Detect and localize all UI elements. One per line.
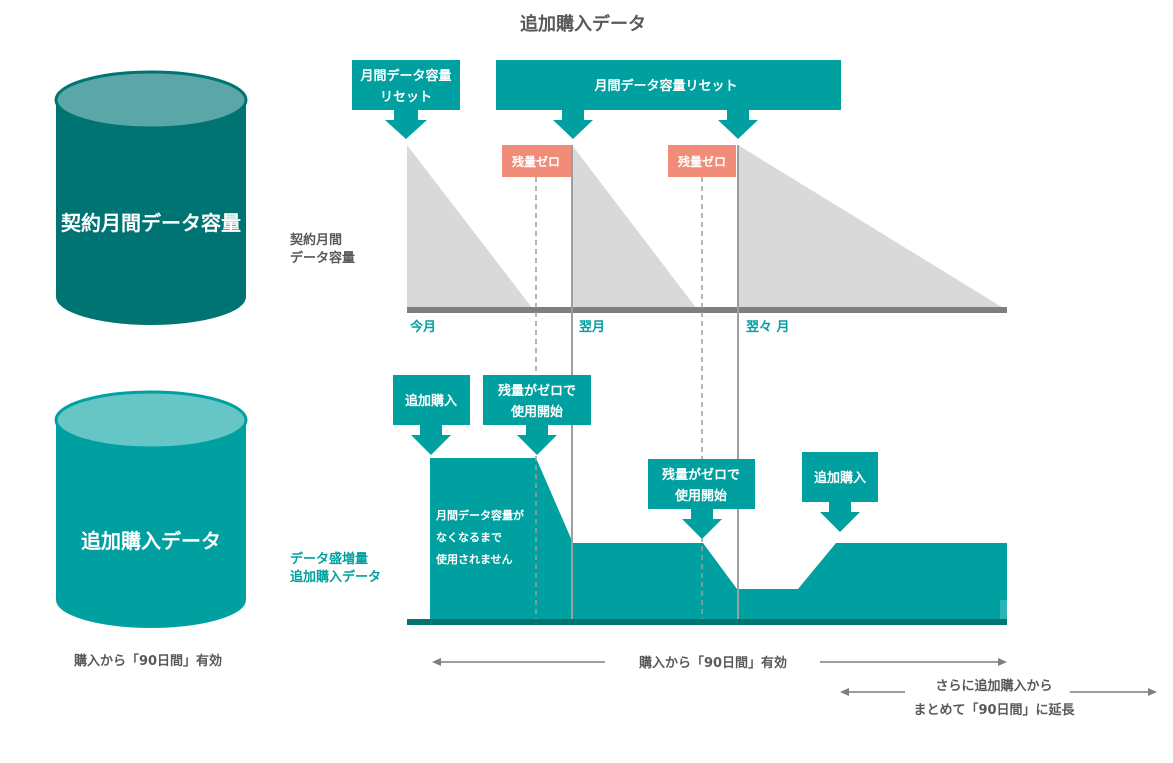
- purchase-callout-2-box: [802, 452, 878, 502]
- zero-badge-1-box: [502, 145, 571, 177]
- usage-note-line2: なくなるまで: [436, 531, 502, 544]
- validity-arrow-right-head: [998, 658, 1007, 666]
- monthly-capacity-triangle-1: [407, 145, 533, 309]
- reset-callout-1-box: [352, 60, 460, 110]
- zero-start-callout-1-box: [483, 375, 591, 425]
- additional-cylinder: 追加購入データ 購入から「90日間」有効: [54, 390, 248, 669]
- purchase-callout-2-arrow: [820, 502, 860, 532]
- zero-badge-2-label: 残量ゼロ: [678, 154, 726, 169]
- extension-label-line2: まとめて「90日間」に延長: [913, 702, 1075, 718]
- additional-data-area: [430, 458, 1007, 620]
- month-label-after-next: 翌々 月: [746, 320, 790, 335]
- monthly-side-label-line2: データ容量: [290, 250, 355, 266]
- reset-callout-1-line1: 月間データ容量: [359, 68, 451, 84]
- purchase-callout-2-label: 追加購入: [814, 470, 866, 486]
- zero-start-callout-2-line2: 使用開始: [674, 488, 727, 504]
- usage-note-line1: 月間データ容量が: [435, 508, 524, 522]
- diagram-title: 追加購入データ: [520, 13, 646, 35]
- extension-arrow-left-head: [840, 688, 849, 696]
- zero-start-callout-2-box: [648, 459, 755, 509]
- additional-side-label-line2: 追加購入データ: [290, 569, 381, 585]
- extension-label-line1: さらに追加購入から: [935, 678, 1052, 694]
- monthly-capacity-triangle-2: [572, 145, 697, 309]
- zero-badge-2-box: [668, 145, 736, 177]
- purchase-callout-2: 追加購入: [802, 452, 878, 532]
- zero-start-callout-1-line1: 残量がゼロで: [498, 383, 576, 399]
- contract-cylinder-body: [56, 100, 246, 325]
- additional-cylinder-caption: 購入から「90日間」有効: [73, 653, 222, 669]
- extension-arrow-right-head: [1148, 688, 1157, 696]
- reset-callout-wide-arrow-2: [718, 110, 758, 139]
- additional-axis: [407, 619, 1007, 625]
- monthly-capacity-triangle-3: [738, 145, 1005, 309]
- validity-label: 購入から「90日間」有効: [638, 655, 787, 671]
- purchase-callout-1: 追加購入: [393, 375, 470, 455]
- purchase-callout-1-box: [393, 375, 470, 425]
- additional-data-area-strip: [1000, 600, 1007, 620]
- contract-cylinder: 契約月間データ容量: [54, 70, 248, 325]
- additional-cylinder-label: 追加購入データ: [81, 529, 221, 553]
- zero-start-callout-2: 残量がゼロで 使用開始: [648, 459, 755, 539]
- contract-cylinder-label: 契約月間データ容量: [60, 211, 241, 235]
- validity-arrow-left-head: [432, 658, 441, 666]
- usage-note-line3: 使用されません: [435, 552, 513, 566]
- zero-start-callout-1-line2: 使用開始: [510, 404, 563, 420]
- reset-callout-wide: 月間データ容量リセット: [496, 60, 841, 139]
- additional-cylinder-top: [54, 390, 248, 450]
- zero-start-callout-2-arrow: [682, 509, 722, 539]
- additional-side-label-line1: データ盛増量: [290, 551, 368, 567]
- purchase-callout-1-arrow: [411, 425, 451, 455]
- monthly-axis: [407, 307, 1007, 313]
- monthly-side-label-line1: 契約月間: [289, 232, 342, 248]
- reset-callout-wide-arrow-1: [553, 110, 593, 139]
- contract-cylinder-top: [54, 70, 248, 130]
- validity-range: 購入から「90日間」有効: [432, 655, 1007, 671]
- zero-start-callout-2-line1: 残量がゼロで: [662, 467, 740, 483]
- zero-start-callout-1-arrow: [517, 425, 557, 455]
- reset-callout-wide-label: 月間データ容量リセット: [593, 78, 737, 94]
- month-label-this: 今月: [409, 319, 436, 335]
- extension-range: さらに追加購入から まとめて「90日間」に延長: [840, 678, 1157, 718]
- reset-callout-1-arrow: [385, 110, 427, 139]
- reset-callout-1-line2: リセット: [380, 90, 432, 105]
- zero-start-callout-1: 残量がゼロで 使用開始: [483, 375, 591, 455]
- additional-cylinder-body: [56, 420, 246, 628]
- reset-callout-1: 月間データ容量 リセット: [352, 60, 460, 139]
- zero-badge-1-label: 残量ゼロ: [512, 154, 560, 169]
- month-label-next: 翌月: [579, 320, 605, 335]
- reset-callout-wide-box: [496, 60, 841, 110]
- purchase-callout-1-label: 追加購入: [405, 393, 457, 409]
